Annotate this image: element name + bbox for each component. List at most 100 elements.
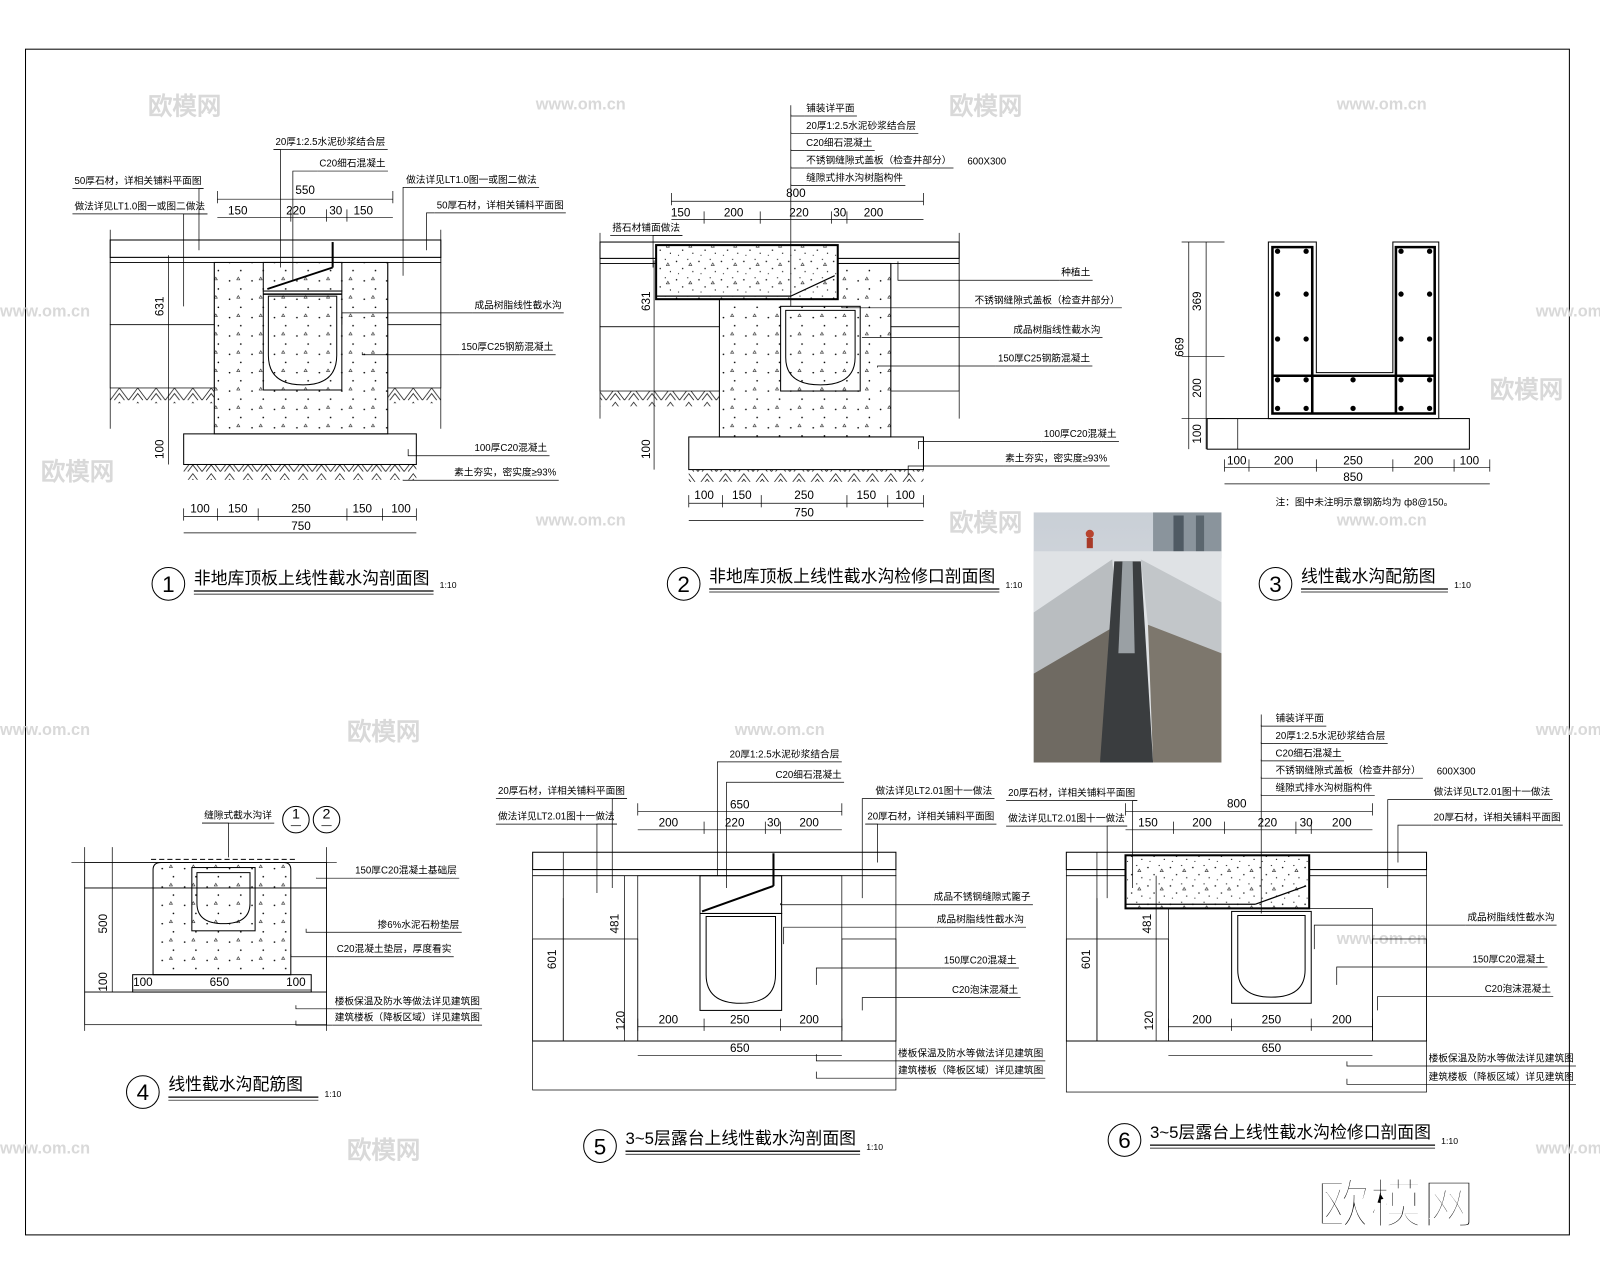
- section-number-circle: [151, 567, 186, 601]
- brand-watermark: 欧模网: [347, 717, 420, 746]
- dimension-value: 100: [391, 502, 411, 515]
- dimension-value: 100: [1227, 454, 1247, 467]
- callout-label: 不锈钢缝隙式盖板（检查井部分）: [1276, 764, 1421, 777]
- callout-label: 150厚C25钢筋混凝土: [998, 351, 1090, 364]
- leader-line: [783, 926, 935, 945]
- annotation-labels: 20厚1:2.5水泥砂浆结合层C20细石混凝土50厚石材，详相关铺料平面图做法详…: [72, 101, 1576, 1085]
- callout-label: 种植土: [1061, 266, 1090, 279]
- section-number-circle: [126, 1075, 160, 1109]
- leader-line: [596, 823, 617, 894]
- dimension-value: 200: [1332, 817, 1352, 830]
- leader-line: [726, 781, 774, 888]
- dimension-value: 100: [190, 502, 210, 515]
- site-photo: [1033, 512, 1222, 763]
- callout-label: 做法详见LT1.0图一或图二做法: [74, 199, 205, 212]
- dimension-value: 601: [1080, 950, 1093, 970]
- leader-line: [780, 903, 932, 906]
- callout-label: 150厚C25钢筋混凝土: [461, 340, 553, 353]
- dimension-value: 631: [640, 291, 653, 311]
- leader-line: [1106, 825, 1128, 899]
- callout-label: 做法详见LT2.01图十一做法: [1434, 785, 1551, 798]
- leader-line: [361, 352, 460, 356]
- leader-line: [1397, 824, 1432, 863]
- dimension-value: 800: [786, 187, 806, 200]
- dimension-value: 250: [794, 489, 814, 502]
- section-title: 线性截水沟配筋图: [168, 1075, 303, 1094]
- callout-label: 成品不锈钢缝隙式篦子: [934, 890, 1031, 903]
- drawing-frame: [25, 48, 1570, 1236]
- callout-label: 素土夯实，密实度≥93%: [454, 466, 557, 479]
- leader-line: [402, 187, 405, 276]
- leader-line: [897, 261, 1060, 281]
- dimension-value: 100: [694, 489, 714, 502]
- callout-label: C20泡沫混凝土: [952, 983, 1019, 996]
- leader-line: [273, 149, 281, 268]
- leader-line: [652, 234, 683, 268]
- dimension-value: 30: [833, 207, 847, 220]
- leader-line: [790, 114, 805, 117]
- callout-label: 铺装详平面: [806, 101, 855, 114]
- leader-line: [790, 183, 805, 186]
- leader-line: [1260, 724, 1274, 727]
- dimension-value: 800: [1227, 797, 1247, 810]
- dimension-value: 631: [153, 297, 166, 317]
- leader-line: [841, 306, 973, 309]
- url-watermark: www.om.cn: [1535, 721, 1600, 739]
- leader-line: [1132, 800, 1138, 888]
- leader-line: [305, 928, 376, 933]
- leader-line: [407, 449, 473, 457]
- dimension-value: 30: [767, 817, 781, 830]
- dimension-value: 250: [1343, 454, 1363, 467]
- dimension-value: 100: [640, 439, 653, 459]
- dimension-value: 150: [1138, 817, 1158, 830]
- dimension-value: 650: [1262, 1042, 1282, 1055]
- dimension-value: 200: [799, 817, 819, 830]
- dimension-value: 200: [724, 207, 744, 220]
- dimension-value: 100: [153, 439, 166, 459]
- dimension-value: 150: [352, 502, 372, 515]
- section-scale: 1:10: [1005, 580, 1022, 590]
- dimension-value: 200: [1414, 454, 1434, 467]
- leader-line: [611, 798, 628, 888]
- brand-watermark: 欧模网: [1490, 375, 1563, 404]
- section-5-drawing: [532, 851, 897, 1091]
- leader-line: [295, 1005, 333, 1010]
- callout-label: 成品树脂线性截水沟: [937, 913, 1024, 926]
- section-3-rebar-drawing: [1206, 241, 1470, 450]
- url-watermark: www.om.cn: [0, 1139, 90, 1157]
- leader-line: [918, 441, 1042, 450]
- leader-line: [292, 170, 318, 281]
- section-2-drawing: [599, 105, 960, 482]
- url-watermark: www.om.cn: [0, 303, 90, 321]
- section-4-drawing: [71, 847, 337, 1031]
- section-number: 1: [162, 572, 174, 597]
- brand-watermark: 欧模网: [949, 91, 1022, 120]
- callout-label: 20厚1:2.5水泥砂浆结合层: [730, 747, 840, 760]
- dimension-value: 100: [133, 976, 153, 989]
- dimension-value: 120: [614, 1010, 627, 1030]
- dimension-value: 481: [608, 914, 621, 934]
- callout-label: 缝隙式截水沟详: [204, 809, 272, 822]
- section-scale: 1:10: [1441, 1136, 1458, 1146]
- callout-label: 20厚石材，详相关铺料平面图: [498, 784, 625, 797]
- leader-line: [790, 131, 805, 134]
- detail-reference-circle: [312, 805, 341, 834]
- callout-label: 做法详见LT2.01图十一做法: [876, 784, 993, 797]
- callout-label: 掺6%水泥石粉垫层: [378, 918, 460, 931]
- dimension-value: 150: [671, 207, 691, 220]
- dimension-value: 200: [1192, 1014, 1212, 1027]
- callout-label: 铺装详平面: [1276, 712, 1325, 725]
- leader-line: [861, 997, 951, 1011]
- callout-label: 缝隙式排水沟树脂构件: [806, 171, 903, 184]
- leader-line: [815, 1071, 896, 1079]
- leader-line: [1313, 924, 1466, 950]
- section-scale: 1:10: [324, 1089, 341, 1099]
- leader-line: [907, 465, 1004, 475]
- dimension-value: 650: [210, 976, 230, 989]
- url-watermark: www.om.cn: [1535, 1139, 1600, 1157]
- section-number-circle: [666, 567, 701, 601]
- url-watermark: www.om.cn: [535, 95, 626, 113]
